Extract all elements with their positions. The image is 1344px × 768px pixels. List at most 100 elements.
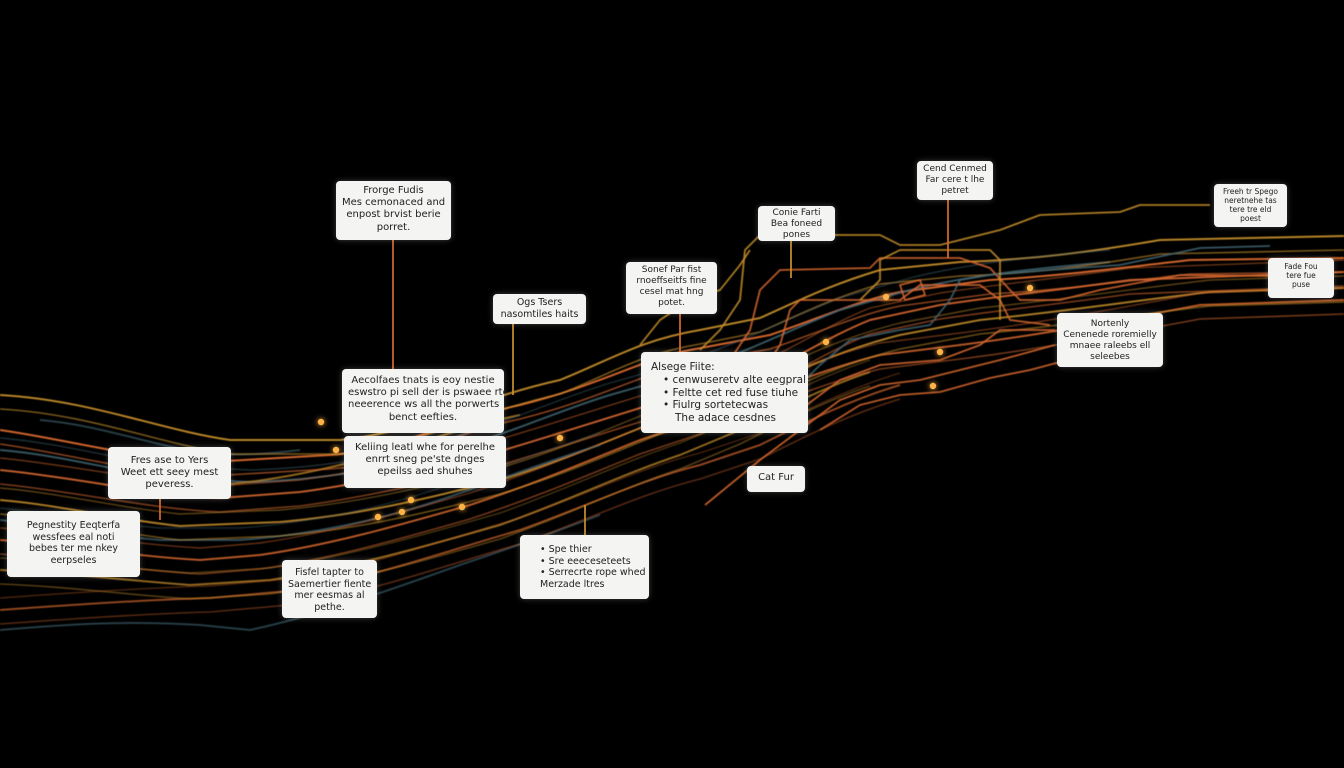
circuit-path <box>819 361 1061 431</box>
glow-node <box>332 446 340 454</box>
label-line: Fade Fou <box>1284 262 1318 271</box>
circuit-path <box>789 245 1271 396</box>
label-line: Fisfel tapter to <box>295 567 364 578</box>
label-line: Bea foneed <box>770 218 823 229</box>
wire-path <box>0 275 1344 515</box>
label-line: porret. <box>376 221 411 233</box>
glow-node <box>374 513 382 521</box>
label-line: Aecolfaes tnats is eoy nestie <box>351 375 495 386</box>
glow-node <box>556 434 564 442</box>
glow-node <box>458 503 466 511</box>
label-line: petret <box>941 185 969 196</box>
label-line: Conie Farti <box>772 208 821 218</box>
label-line: cesel mat hng <box>639 286 704 297</box>
label-line: Sonef Par fist <box>641 265 702 275</box>
label-line: neretnehe tas <box>1224 196 1277 206</box>
glow-node <box>882 293 890 301</box>
label-line: Fres ase to Yers <box>130 455 209 466</box>
label-card-m: Pegnestity Eeqterfa wessfees eal noti be… <box>7 511 140 577</box>
label-line: Mes cemonaced and <box>342 197 446 209</box>
label-line: nasomtiles haits <box>500 308 579 320</box>
label-card-a: Frorge Fudis Mes cemonaced and enpost br… <box>336 181 451 240</box>
circuit-path <box>759 284 1051 376</box>
label-card-n: Fisfel tapter to Saemertier fiente mer e… <box>282 560 377 618</box>
label-line: wessfees eal noti <box>32 531 115 543</box>
label-card-g: Sonef Par fist rnoeffseitfs fine cesel m… <box>626 262 717 314</box>
label-list-item: Fiulrg sortetecwas <box>663 399 798 412</box>
label-connectors <box>159 200 949 618</box>
glow-node <box>929 382 937 390</box>
wire-path <box>0 301 1344 541</box>
label-line: enrrt sneg pe'ste dnges <box>365 454 485 466</box>
label-line: Far cere t lhe <box>925 174 985 185</box>
label-line: Cend Cenmed <box>923 164 987 174</box>
label-list: Spe thier Sre eeeceseteets Serrecrte rop… <box>528 544 646 579</box>
glow-nodes <box>317 284 1034 521</box>
label-line: tere fue <box>1286 271 1316 281</box>
label-line: tere tre eld <box>1229 205 1272 215</box>
label-line: Cenenede roremielly <box>1063 329 1157 340</box>
label-card-l: Fres ase to Yers Weet ett seey mest peve… <box>108 447 231 499</box>
label-card-f: Fade Fou tere fue puse <box>1268 258 1334 298</box>
label-card-k: Keliing leatl whe for perelhe enrrt sneg… <box>344 436 506 488</box>
label-list: cenwuseretv alte eegpral Feltte cet red … <box>651 374 806 412</box>
label-line: poest <box>1240 214 1261 224</box>
label-list-item: Feltte cet red fuse tiuhe <box>663 387 799 400</box>
label-card-d: Cend Cenmed Far cere t lhe petret <box>917 161 993 200</box>
label-line: rnoeffseitfs fine <box>636 275 707 286</box>
label-card-o: Spe thier Sre eeeceseteets Serrecrte rop… <box>520 535 649 599</box>
label-list-item: Sre eeeceseteets <box>540 556 641 568</box>
label-card-e: Freeh tr Spego neretnehe tas tere tre el… <box>1214 184 1287 227</box>
label-line: Pegnestity Eeqterfa <box>26 520 121 531</box>
circuit-path <box>704 344 1056 506</box>
glow-node <box>317 418 325 426</box>
circuit-path <box>799 329 1055 411</box>
label-line: Nortenly <box>1090 319 1130 329</box>
label-line: eerpseles <box>50 554 97 566</box>
label-line: puse <box>1291 280 1311 290</box>
label-list-item: Serrecrte rope whed <box>540 567 646 579</box>
glow-node <box>398 508 406 516</box>
label-line: epeilss aed shuhes <box>377 466 473 478</box>
label-title: Alsege Fiite: <box>651 361 715 373</box>
glow-node <box>936 348 944 356</box>
label-line: Merzade ltres <box>540 578 605 590</box>
label-line: Ogs Tsers <box>516 297 563 308</box>
label-line: potet. <box>658 297 685 308</box>
label-line: Weet ett seey mest <box>120 467 219 479</box>
circuit-path <box>699 204 1210 351</box>
label-line: bebes ter me nkey <box>29 543 118 555</box>
wire-path <box>0 299 1344 561</box>
label-line: seleebes <box>1090 351 1130 362</box>
circuit-path <box>899 279 926 301</box>
glow-node <box>822 338 830 346</box>
label-line: Keliing leatl whe for perelhe <box>355 442 495 453</box>
label-line: Freeh tr Spego <box>1223 187 1278 196</box>
label-line: mnaee raleebs ell <box>1069 340 1151 351</box>
label-line: pethe. <box>314 601 345 613</box>
label-card-b: Ogs Tsers nasomtiles haits <box>493 294 586 324</box>
glow-node <box>1026 284 1034 292</box>
label-card-c: Conie Farti Bea foneed pones <box>758 206 835 241</box>
circuit-path <box>859 249 1001 320</box>
label-line: eswstro pi sell der is pswaee rtd <box>348 387 504 399</box>
label-list-item: cenwuseretv alte eegpral <box>663 374 806 387</box>
label-list-item: Spe thier <box>540 544 641 556</box>
label-line: The adace cesdnes <box>675 412 776 425</box>
circuit-path <box>729 257 1271 361</box>
label-line: Cat Fur <box>758 472 794 483</box>
label-card-h: Aecolfaes tnats is eoy nestie eswstro pi… <box>342 369 504 433</box>
wire-path <box>0 235 1344 441</box>
label-card-p: Cat Fur <box>747 466 805 492</box>
label-card-i: Alsege Fiite: cenwuseretv alte eegpral F… <box>641 352 808 433</box>
label-line: Frorge Fudis <box>363 185 424 196</box>
label-line: neeerence ws all the porwerts <box>348 399 500 411</box>
wire-path <box>0 287 1344 549</box>
label-line: benct eefties. <box>388 411 458 423</box>
wire-path <box>0 398 901 625</box>
label-line: enpost brvist berie <box>346 209 441 221</box>
label-card-j: Nortenly Cenenede roremielly mnaee ralee… <box>1057 313 1163 367</box>
label-line: pones <box>782 229 811 240</box>
label-line: peveress. <box>145 479 194 491</box>
